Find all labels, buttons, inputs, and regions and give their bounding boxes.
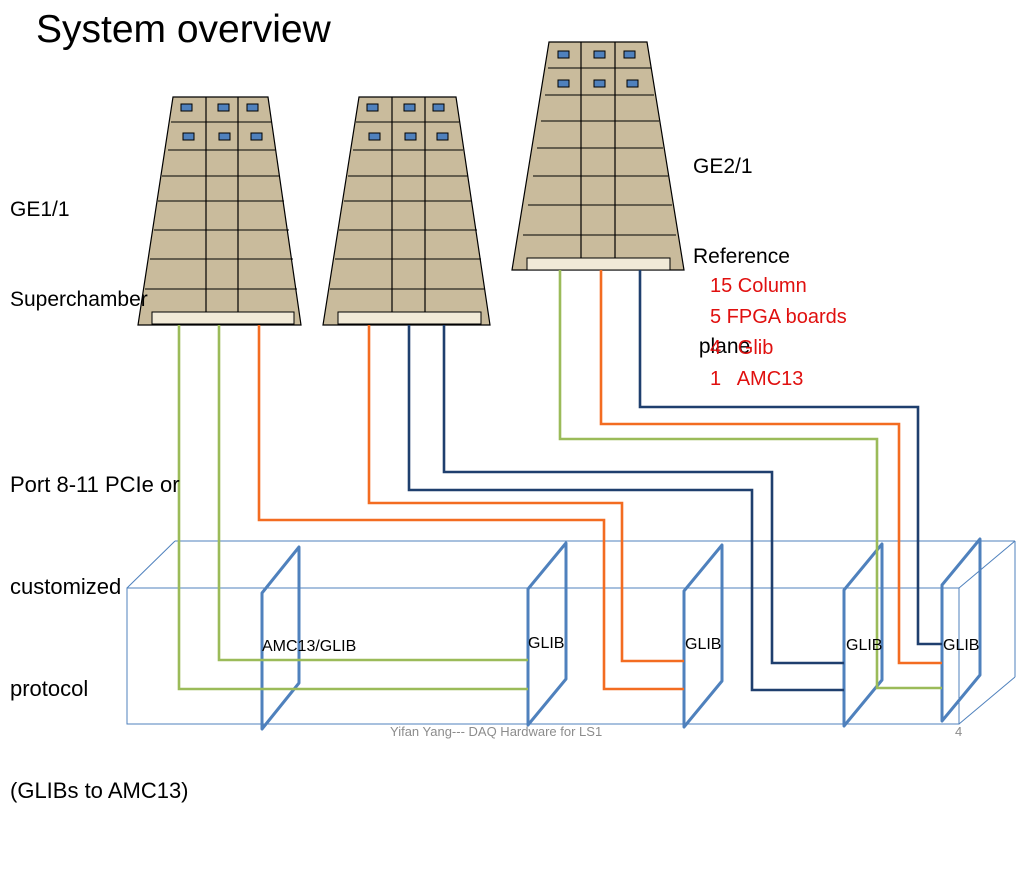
chip xyxy=(217,103,230,112)
stats-line: 4 Glib xyxy=(710,337,774,359)
chip xyxy=(180,103,193,112)
chip xyxy=(623,50,636,59)
wire-orange xyxy=(257,325,684,691)
slide: System overview GE1/1 Superchamber GE2/1… xyxy=(10,8,1016,803)
ge21-label-line: GE2/1 xyxy=(693,155,753,178)
chip xyxy=(557,79,570,88)
board-label-amc13: AMC13/GLIB xyxy=(262,638,357,655)
chip xyxy=(404,132,417,141)
board-card-glib-3 xyxy=(842,542,884,728)
ge11-chamber-right xyxy=(322,96,491,326)
chip xyxy=(593,79,606,88)
port-label-line: Port 8-11 PCIe or xyxy=(10,472,180,497)
connector xyxy=(337,311,482,325)
ge21-label-line: plane xyxy=(693,335,751,358)
wire-green xyxy=(217,325,528,662)
chip xyxy=(246,103,259,112)
ge11-label-line: Superchamber xyxy=(10,288,148,311)
port-label-line: (GLIBs to AMC13) xyxy=(10,778,189,803)
chip xyxy=(436,132,449,141)
ge21-label: GE2/1 Reference plane xyxy=(693,92,790,422)
page-number: 4 xyxy=(955,724,963,739)
wire-orange xyxy=(599,270,942,665)
chip xyxy=(626,79,639,88)
chip xyxy=(218,132,231,141)
board-label-glib-4: GLIB xyxy=(943,637,980,654)
footer-text: Yifan Yang--- DAQ Hardware for LS1 xyxy=(390,724,603,739)
port-label-line: customized xyxy=(10,574,122,599)
connector xyxy=(151,311,295,325)
ge11-label: GE1/1 Superchamber xyxy=(10,135,148,375)
system-stats: 15 Column 5 FPGA boards 4 Glib 1 AMC13 xyxy=(710,271,847,395)
board-card-glib-4 xyxy=(940,537,982,723)
crate xyxy=(126,540,1016,725)
wire-navy xyxy=(442,325,844,665)
wire-navy xyxy=(407,325,844,692)
chip xyxy=(593,50,606,59)
stats-line: 5 FPGA boards xyxy=(710,306,847,328)
ge11-label-line: GE1/1 xyxy=(10,198,70,221)
board-card-glib-1 xyxy=(526,541,568,727)
ge21-label-line: Reference xyxy=(693,245,790,268)
wire-orange xyxy=(367,325,684,663)
wire-green xyxy=(177,325,528,691)
ge21-chamber xyxy=(511,41,685,271)
page-title: System overview xyxy=(36,8,331,51)
board-label-glib-2: GLIB xyxy=(685,636,722,653)
ge11-chamber-left xyxy=(137,96,302,326)
board-card-glib-2 xyxy=(682,543,724,729)
board-label-glib-1: GLIB xyxy=(528,635,565,652)
chip xyxy=(366,103,379,112)
chip xyxy=(368,132,381,141)
board-card-amc13 xyxy=(260,545,301,731)
port-label: Port 8-11 PCIe or customized protocol (G… xyxy=(10,400,189,876)
wire-green xyxy=(558,270,942,690)
stats-line: 1 AMC13 xyxy=(710,368,804,390)
chip xyxy=(432,103,445,112)
system-diagram xyxy=(126,41,1016,731)
connector xyxy=(526,257,671,271)
chip xyxy=(403,103,416,112)
chip xyxy=(557,50,570,59)
wire-navy xyxy=(638,270,942,646)
port-label-line: protocol xyxy=(10,676,89,701)
stats-line: 15 Column xyxy=(710,275,807,297)
chip xyxy=(250,132,263,141)
chip xyxy=(182,132,195,141)
board-label-glib-3: GLIB xyxy=(846,637,883,654)
